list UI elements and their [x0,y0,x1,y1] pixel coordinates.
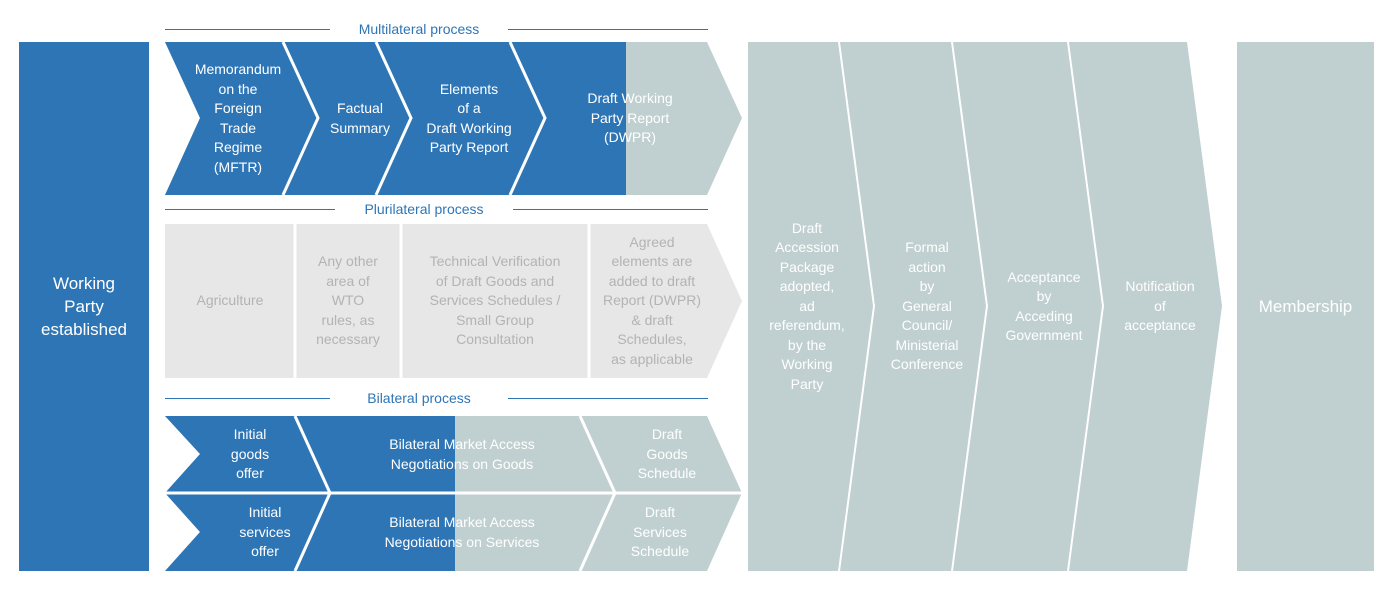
multilateral-step-elements-dwpr: Elements of a Draft Working Party Report [426,80,512,156]
final-step-arrow-2 [840,42,986,571]
bilateral-initial-services-offer: Initial services offer [239,504,291,560]
final-step-arrow-3 [953,42,1102,571]
plurilateral-arrow-background [165,224,742,378]
bilateral-services-negotiations: Bilateral Market Access Negotiations on … [384,514,540,550]
plurilateral-step-other-wto-rules: Any other area of WTO rules, as necessar… [316,253,380,348]
membership-block: Membership [1237,42,1374,571]
bilateral-services-arrow-fill [165,493,455,571]
bilateral-services-divider-2 [578,492,617,572]
multilateral-step-dwpr: Draft Working Party Report (DWPR) [587,90,673,146]
bilateral-draft-services-schedule: Draft Services Schedule [630,504,690,560]
multilateral-process-title: Multilateral process [330,20,508,38]
bilateral-process-title: Bilateral process [330,389,508,407]
plurilateral-step-agriculture: Agriculture [196,292,264,309]
multilateral-step-mftr: Memorandum on the Foreign Trade Regime (… [194,61,282,175]
plurilateral-process-title: Plurilateral process [335,200,513,218]
plurilateral-step-technical-verification: Technical Verification of Draft Goods an… [429,253,561,348]
multilateral-divider-2 [374,41,413,196]
final-step-draft-accession-package: Draft Accession Package adopted, ad refe… [769,219,845,392]
bilateral-goods-negotiations: Bilateral Market Access Negotiations on … [389,436,535,472]
final-step-notification: Notification of acceptance [1124,278,1196,334]
final-step-arrow-1 [748,42,873,571]
final-step-acceptance: Acceptance by Acceding Government [1005,268,1083,344]
bilateral-services-divider-1 [293,492,332,572]
membership-label: Membership [1258,297,1353,316]
bilateral-goods-arrow-fill [165,416,455,493]
multilateral-arrow-fill [165,42,626,195]
bilateral-draft-goods-schedule: Draft Goods Schedule [637,426,697,482]
plurilateral-step-agreed-elements: Agreed elements are added to draft Repor… [602,233,701,367]
final-step-arrow-4 [1069,42,1222,571]
multilateral-step-factual-summary: Factual Summary [330,100,390,136]
final-step-formal-action: Formal action by General Council/ Minist… [890,239,964,373]
multilateral-divider-1 [281,41,320,196]
working-party-established-label: Working Party established [40,274,127,339]
working-party-established-block: Working Party established [19,42,149,571]
bilateral-initial-goods-offer: Initial goods offer [230,426,270,482]
multilateral-divider-3 [508,41,547,196]
bilateral-goods-divider-1 [293,415,332,494]
bilateral-goods-divider-2 [578,415,617,494]
